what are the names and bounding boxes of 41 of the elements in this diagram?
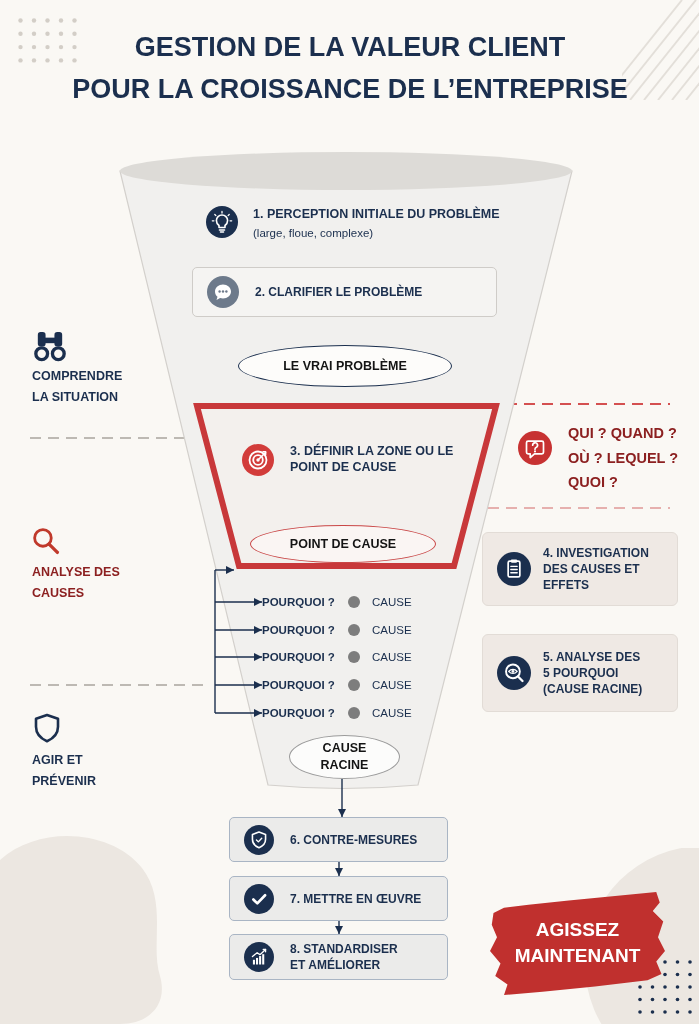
arrow (335, 861, 343, 877)
cause-label: CAUSE (372, 595, 413, 610)
arrow (214, 566, 235, 574)
question-label: POURQUOI ? (262, 649, 335, 665)
question-list: QUI ? QUAND ? OÙ ? LEQUEL ? QUOI ? (568, 421, 680, 495)
step-label: 6. CONTRE-MESURES (290, 831, 419, 848)
section-heading: AGIR ET PRÉVENIR (32, 752, 97, 790)
section-heading: COMPRENDRE LA SITUATION (32, 368, 124, 406)
step-box (229, 934, 448, 980)
question-label: POURQUOI ? (262, 705, 335, 721)
section-heading: ANALYSE DES CAUSES (32, 564, 121, 602)
arrow (214, 626, 263, 634)
step-box (229, 817, 448, 862)
info-card (482, 634, 678, 712)
arrow (338, 778, 346, 818)
arrow (214, 681, 263, 689)
info-card (482, 532, 678, 606)
card-label: 5. ANALYSE DES 5 POURQUOI (CAUSE RACINE) (543, 649, 644, 697)
arrow (214, 709, 263, 717)
cause-label: CAUSE (372, 706, 413, 721)
step-note: (large, floue, complexe) (253, 226, 375, 241)
step-label: 7. METTRE EN ŒUVRE (290, 890, 423, 907)
arrow (214, 653, 263, 661)
cause-label: CAUSE (372, 623, 413, 638)
arrow (335, 920, 343, 935)
card-label: 4. INVESTIGATION DES CAUSES ET EFFETS (543, 545, 650, 593)
arrow (214, 598, 263, 606)
step-label: 8. STANDARDISER ET AMÉLIORER (290, 941, 399, 973)
step-box (229, 876, 448, 921)
cause-label: CAUSE (372, 650, 413, 665)
connector-line (214, 569, 216, 714)
question-label: POURQUOI ? (262, 594, 335, 610)
cause-label: CAUSE (372, 678, 413, 693)
step-box (192, 267, 497, 317)
question-label: POURQUOI ? (262, 622, 335, 638)
brush-banner: AGISSEZ MAINTENANT (490, 890, 665, 995)
step-title: 1. PERCEPTION INITIALE DU PROBLÈME (253, 206, 501, 223)
question-label: POURQUOI ? (262, 677, 335, 693)
title: GESTION DE LA VALEUR CLIENT POUR LA CROISSANCE DE L’ENTREPRISE (71, 31, 629, 106)
step-label: 2. CLARIFIER LE PROBLÈME (255, 284, 424, 300)
step-title: 3. DÉFINIR LA ZONE OU LE POINT DE CAUSE (290, 443, 455, 476)
